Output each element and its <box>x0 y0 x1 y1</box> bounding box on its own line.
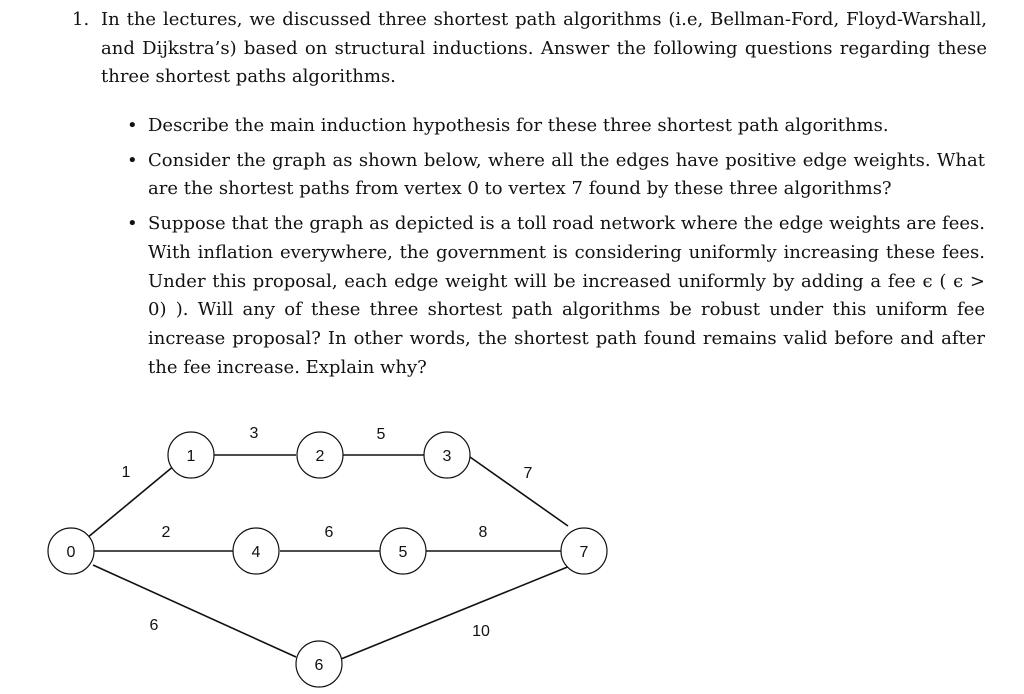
sub-question-1: • Describe the main induction hypothesis… <box>125 112 985 141</box>
weight-3-7: 7 <box>524 465 533 482</box>
bullet-icon: • <box>127 149 138 171</box>
node-6-label: 6 <box>315 657 324 674</box>
graph-diagram: 1 3 5 7 2 6 8 6 10 0 1 2 3 4 5 <box>47 425 608 688</box>
weight-0-1: 1 <box>122 464 131 481</box>
graph-edges <box>86 454 571 660</box>
node-5-label: 5 <box>399 544 408 561</box>
sub-question-3-text: Suppose that the graph as depicted is a … <box>148 213 985 378</box>
node-5: 5 <box>379 527 427 575</box>
graph-nodes: 0 1 2 3 4 5 6 7 <box>47 431 608 688</box>
weight-1-2: 3 <box>250 425 259 442</box>
node-2: 2 <box>296 431 344 479</box>
node-6: 6 <box>295 640 343 688</box>
edge-6-7 <box>340 565 571 660</box>
bullet-icon: • <box>127 115 138 136</box>
node-4: 4 <box>232 527 280 575</box>
edge-0-1 <box>86 464 176 539</box>
weight-5-7: 8 <box>479 524 488 541</box>
node-3-label: 3 <box>443 448 452 465</box>
node-4-label: 4 <box>252 544 261 561</box>
sub-question-2: • Consider the graph as shown below, whe… <box>125 147 985 204</box>
weight-2-3: 5 <box>377 426 386 443</box>
question-1: 1. In the lectures, we discussed three s… <box>72 6 987 92</box>
node-7: 7 <box>560 527 608 575</box>
sub-question-3: • Suppose that the graph as depicted is … <box>125 210 985 382</box>
node-0: 0 <box>47 527 95 575</box>
node-1: 1 <box>167 431 215 479</box>
question-text: In the lectures, we discussed three shor… <box>101 9 987 87</box>
bullet-icon: • <box>127 213 138 235</box>
weight-4-5: 6 <box>325 524 334 541</box>
node-0-label: 0 <box>67 544 76 561</box>
node-3: 3 <box>423 431 471 479</box>
question-number: 1. <box>72 9 90 30</box>
node-2-label: 2 <box>316 448 325 465</box>
edge-0-6 <box>92 564 297 658</box>
edge-3-7 <box>469 456 569 527</box>
node-7-label: 7 <box>580 544 589 561</box>
sub-question-1-text: Describe the main induction hypothesis f… <box>148 115 889 136</box>
weight-6-7: 10 <box>472 623 490 640</box>
sub-question-list: • Describe the main induction hypothesis… <box>125 112 985 388</box>
weight-0-6: 6 <box>150 617 159 634</box>
weight-0-4: 2 <box>162 524 171 541</box>
sub-question-2-text: Consider the graph as shown below, where… <box>148 149 985 200</box>
node-1-label: 1 <box>187 448 196 465</box>
